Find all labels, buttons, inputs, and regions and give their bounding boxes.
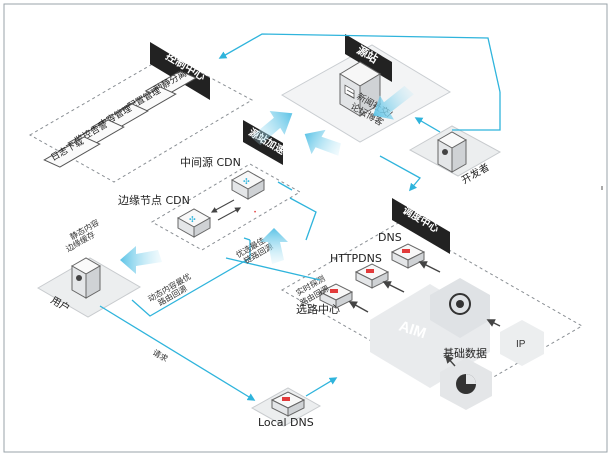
user-node[interactable]: 用户 静态内容 边缘缓存 [37,217,141,318]
mid-cdn-router-icon: ✣ [243,177,250,186]
httpdns-node[interactable] [354,263,390,289]
origin-panel: 源站 新闻社交/ 论坛博客 [281,34,451,143]
red-dot: • [254,210,256,216]
local-dns-label: Local DNS [258,416,314,429]
dispatch-panel: 调度中心 AIM IP 基础数据 DNS HTTPDNS [280,198,584,410]
mid-cdn-label: 中间源 CDN [180,155,241,169]
dns-label: DNS [378,231,402,244]
mid-cdn-node[interactable]: ✣ [230,170,266,200]
select-center-node[interactable] [318,283,354,309]
local-dns-node[interactable]: Local DNS [250,387,322,429]
dispatch-flag [392,198,450,254]
edge-cdn-router-icon: ✣ [189,215,196,224]
outer-frame [3,3,608,453]
httpdns-label: HTTPDNS [330,252,382,265]
base-data-label: 基础数据 [443,346,487,360]
developer-person-icon [442,149,448,155]
target-icon [449,293,471,315]
edge-cdn-label: 边缘节点 CDN [118,194,190,207]
fat-arrow-control [250,110,293,146]
fat-arrow-user [120,246,162,274]
flow-lines [99,33,501,401]
fat-arrow-accel [260,228,288,264]
request-label: 请求 [151,347,170,364]
control-center-panel: 控制中心 动静分离 配置管理 内容管理 监控告警 日志下载 [28,42,254,183]
user-person-icon [76,275,82,281]
ip-label: IP [516,339,526,350]
origin-server-icon [339,61,381,117]
edge-cdn-node[interactable]: ✣ [176,208,212,238]
origin-flag [345,34,392,82]
fat-arrows [120,85,414,274]
developer-node[interactable]: 开发者 [408,125,502,187]
dns-node[interactable] [390,243,426,269]
ip-hex [500,320,544,366]
fat-arrow-developer [373,85,414,120]
fat-arrow-origin [304,129,341,156]
select-center-label: 选路中心 [296,303,340,316]
accel-panel: 源站加速 中间源 CDN ✣ 边缘节点 CDN ✣ • [118,120,302,251]
